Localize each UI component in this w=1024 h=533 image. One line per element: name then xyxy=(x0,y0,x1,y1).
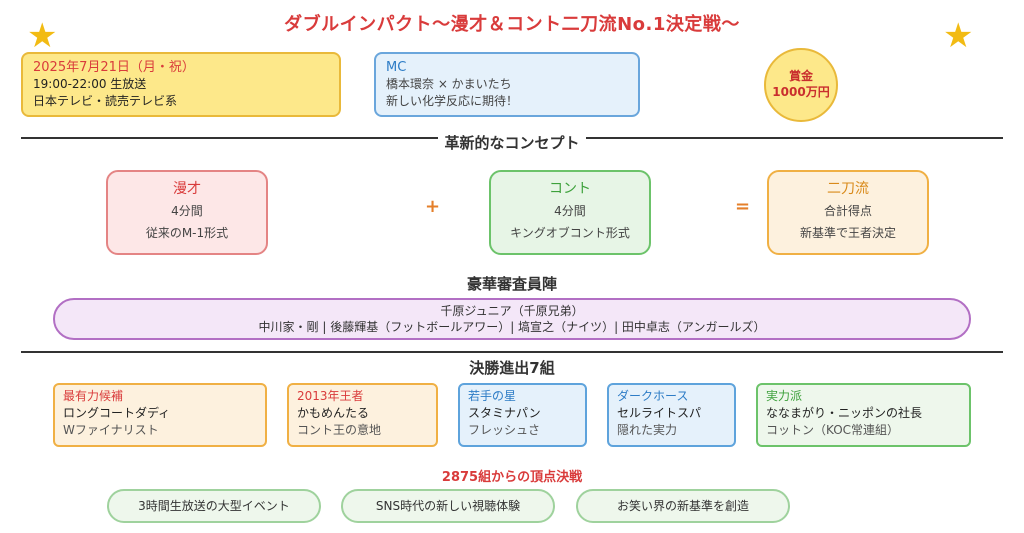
finalist-label: 2013年王者 xyxy=(297,389,364,403)
concept-konto-time: 4分間 xyxy=(554,204,586,218)
equals-operator: = xyxy=(735,196,751,217)
broadcast-network: 日本テレビ・読売テレビ系 xyxy=(33,94,178,108)
judges-line-2: 中川家・剛 | 後藤輝基（フットボールアワー）| 塙宣之（ナイツ）| 田中卓志（… xyxy=(258,320,766,334)
finalist-note: 隠れた実力 xyxy=(617,423,678,437)
judges-box: 千原ジュニア（千原兄弟） 中川家・剛 | 後藤輝基（フットボールアワー）| 塙宣… xyxy=(53,298,971,340)
plus-operator: + xyxy=(425,196,441,217)
mc-names: 橋本環奈 × かまいたち xyxy=(386,77,512,91)
finalist-name: ロングコートダディ xyxy=(63,406,171,420)
feature-tag: SNS時代の新しい視聴体験 xyxy=(341,489,555,523)
mc-tagline: 新しい化学反応に期待！ xyxy=(386,94,519,108)
finalist-note: コットン（KOC常連組） xyxy=(766,423,900,437)
finalist-card: ダークホース セルライトスパ 隠れた実力 xyxy=(607,383,736,447)
concept-nitouryu-name: 二刀流 xyxy=(827,181,869,197)
mc-info-box: MC 橋本環奈 × かまいたち 新しい化学反応に期待！ xyxy=(374,52,640,117)
concept-konto-name: コント xyxy=(549,181,591,197)
finalist-label: 若手の星 xyxy=(468,389,517,403)
broadcast-info-box: 2025年7月21日（月・祝） 19:00-22:00 生放送 日本テレビ・読売… xyxy=(21,52,341,117)
judges-section-title: 豪華審査員陣 xyxy=(466,275,557,293)
section-divider xyxy=(21,351,1003,353)
star-icon-left: ★ xyxy=(27,16,58,56)
finalist-name: スタミナパン xyxy=(468,406,541,420)
finalist-note: Wファイナリスト xyxy=(63,423,159,437)
concept-konto-note: キングオブコント形式 xyxy=(510,226,630,240)
broadcast-date: 2025年7月21日（月・祝） xyxy=(33,60,195,75)
concept-konto-box: コント 4分間 キングオブコント形式 xyxy=(489,170,651,255)
finalist-name: ななまがり・ニッポンの社長 xyxy=(766,406,923,420)
finalists-section-title: 決勝進出7組 xyxy=(469,359,555,377)
finalist-label: ダークホース xyxy=(617,389,689,403)
prize-badge: 賞金 1000万円 xyxy=(764,48,838,122)
prize-label: 賞金 xyxy=(788,69,813,83)
concept-manzai-box: 漫才 4分間 従来のM-1形式 xyxy=(106,170,268,255)
concept-manzai-note: 従来のM-1形式 xyxy=(145,226,229,240)
finalist-card: 若手の星 スタミナパン フレッシュさ xyxy=(458,383,587,447)
judges-line-1: 千原ジュニア（千原兄弟） xyxy=(440,304,584,318)
finalist-name: セルライトスパ xyxy=(617,406,702,420)
finals-subtitle: 2875組からの頂点決戦 xyxy=(441,470,583,485)
prize-amount: 1000万円 xyxy=(772,85,830,99)
feature-tag: 3時間生放送の大型イベント xyxy=(107,489,321,523)
page-title: ダブルインパクト〜漫才＆コント二刀流No.1決定戦〜 xyxy=(284,14,740,35)
broadcast-time: 19:00-22:00 生放送 xyxy=(33,77,147,91)
concept-nitouryu-box: 二刀流 合計得点 新基準で王者決定 xyxy=(767,170,929,255)
concept-manzai-name: 漫才 xyxy=(173,181,201,197)
star-icon-right: ★ xyxy=(943,16,974,56)
finalist-card: 最有力候補 ロングコートダディ Wファイナリスト xyxy=(53,383,267,447)
finalist-label: 最有力候補 xyxy=(63,389,124,403)
mc-label: MC xyxy=(386,60,407,75)
finalist-card: 実力派 ななまがり・ニッポンの社長 コットン（KOC常連組） xyxy=(756,383,971,447)
finalist-card: 2013年王者 かもめんたる コント王の意地 xyxy=(287,383,438,447)
concept-section-title: 革新的なコンセプト xyxy=(0,132,1024,153)
concept-nitouryu-note: 新基準で王者決定 xyxy=(799,226,896,240)
feature-tag: お笑い界の新基準を創造 xyxy=(576,489,790,523)
concept-manzai-time: 4分間 xyxy=(171,204,203,218)
finalist-name: かもめんたる xyxy=(297,406,370,420)
concept-nitouryu-score: 合計得点 xyxy=(823,204,872,218)
finalist-note: コント王の意地 xyxy=(297,423,382,437)
finalist-note: フレッシュさ xyxy=(468,423,541,437)
finalist-label: 実力派 xyxy=(766,389,803,403)
